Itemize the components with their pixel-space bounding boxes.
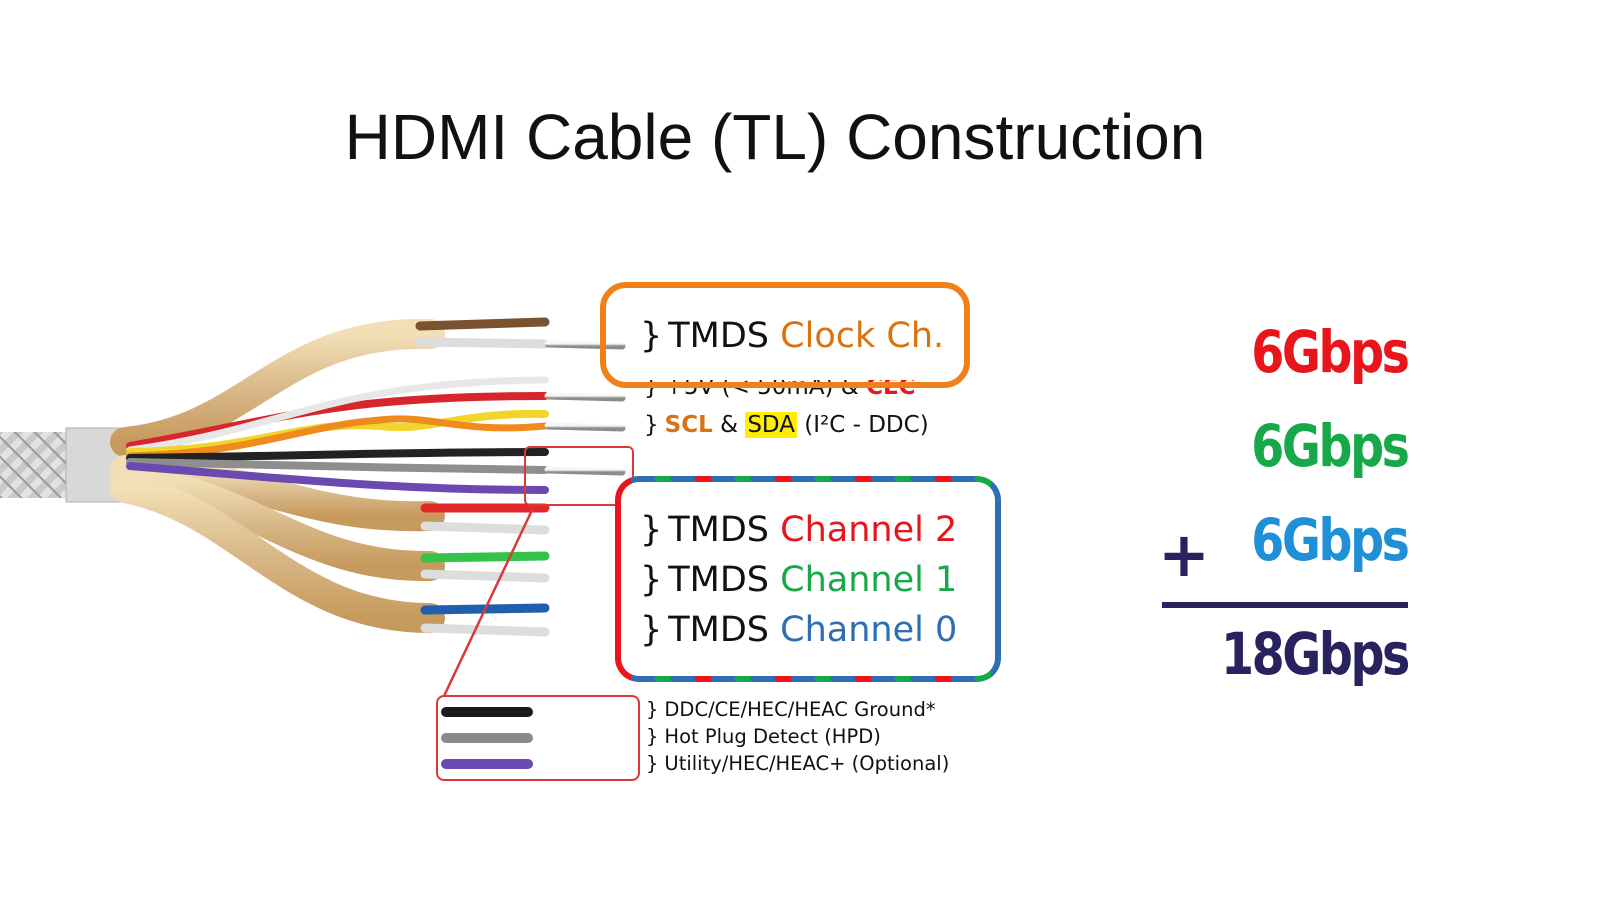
wire-white-ch1 <box>420 569 550 583</box>
label-prefix: TMDS <box>668 316 770 356</box>
rate-total: 18Gbps <box>1221 620 1410 688</box>
wire-green-ch1 <box>420 551 550 563</box>
label-clock-name: Clock Ch. <box>780 316 945 356</box>
label-prefix: TMDS <box>668 560 770 600</box>
label-zoom-text: DDC/CE/HEC/HEAC Ground* <box>664 698 936 721</box>
rate-channel-2: 6Gbps <box>1251 318 1411 386</box>
label-ddc-rest: (I²C - DDC) <box>804 412 929 438</box>
label-tmds-channel-0: }TMDS Channel 0 <box>640 610 957 650</box>
insulated-wires <box>126 317 550 637</box>
label-prefix: TMDS <box>668 510 770 550</box>
label-zoom-text: Utility/HEC/HEAC+ (Optional) <box>664 752 950 775</box>
brace: } <box>640 560 663 600</box>
label-prefix: TMDS <box>668 610 770 650</box>
label-channel-name: Channel 0 <box>780 610 958 650</box>
label-amp: & <box>720 412 738 438</box>
wire-grey-hpd <box>126 458 549 474</box>
wire-orange-sda <box>126 415 549 460</box>
wire-purple-utility <box>126 462 549 494</box>
zoom-source-box <box>524 446 634 506</box>
label-zoom-text: Hot Plug Detect (HPD) <box>664 725 881 748</box>
tmds-clock-box <box>600 282 970 388</box>
label-sda: SDA <box>745 412 797 438</box>
braid-shield <box>0 432 70 498</box>
label-tmds-channel-2: }TMDS Channel 2 <box>640 510 957 550</box>
pair-clock-foil <box>110 318 445 457</box>
wire-black-ground <box>126 448 549 462</box>
plus-sign: + <box>1158 518 1210 591</box>
brace: } <box>640 316 663 356</box>
brace: } <box>640 610 663 650</box>
slide-title-text: HDMI Cable (TL) Construction <box>344 101 1206 173</box>
sum-line <box>1162 602 1408 608</box>
wire-white-ch2 <box>420 521 550 535</box>
wire-brown <box>415 317 550 331</box>
bare-conductors <box>544 318 626 636</box>
wire-white-cec <box>126 376 549 454</box>
brace: } <box>640 510 663 550</box>
label-ddc: }SCL & SDA (I²C - DDC) <box>644 412 929 438</box>
brace: } <box>646 752 659 775</box>
label-scl: SCL <box>664 412 713 438</box>
zoom-inset-wires <box>441 707 632 769</box>
label-ground: }DDC/CE/HEC/HEAC Ground* <box>646 698 936 721</box>
zoom-inset-box <box>436 695 640 781</box>
label-utility: }Utility/HEC/HEAC+ (Optional) <box>646 752 949 775</box>
rate-channel-1: 6Gbps <box>1251 412 1411 480</box>
brace: } <box>644 412 659 438</box>
label-tmds-channel-1: }TMDS Channel 1 <box>640 560 957 600</box>
label-channel-name: Channel 2 <box>780 510 958 550</box>
label-hpd: }Hot Plug Detect (HPD) <box>646 725 881 748</box>
brace: } <box>646 725 659 748</box>
pair-ch0-foil <box>110 473 445 633</box>
slide-title: HDMI Cable (TL) Construction <box>0 100 1600 174</box>
label-tmds-clock: }TMDS Clock Ch. <box>640 316 944 356</box>
brace: } <box>646 698 659 721</box>
wire-white-ch0 <box>420 623 550 637</box>
label-channel-name: Channel 1 <box>780 560 958 600</box>
rate-channel-0: 6Gbps <box>1251 506 1411 574</box>
tmds-channels-box <box>615 476 1001 682</box>
zoom-connector-line <box>442 505 536 697</box>
wire-white-clock <box>415 337 550 349</box>
